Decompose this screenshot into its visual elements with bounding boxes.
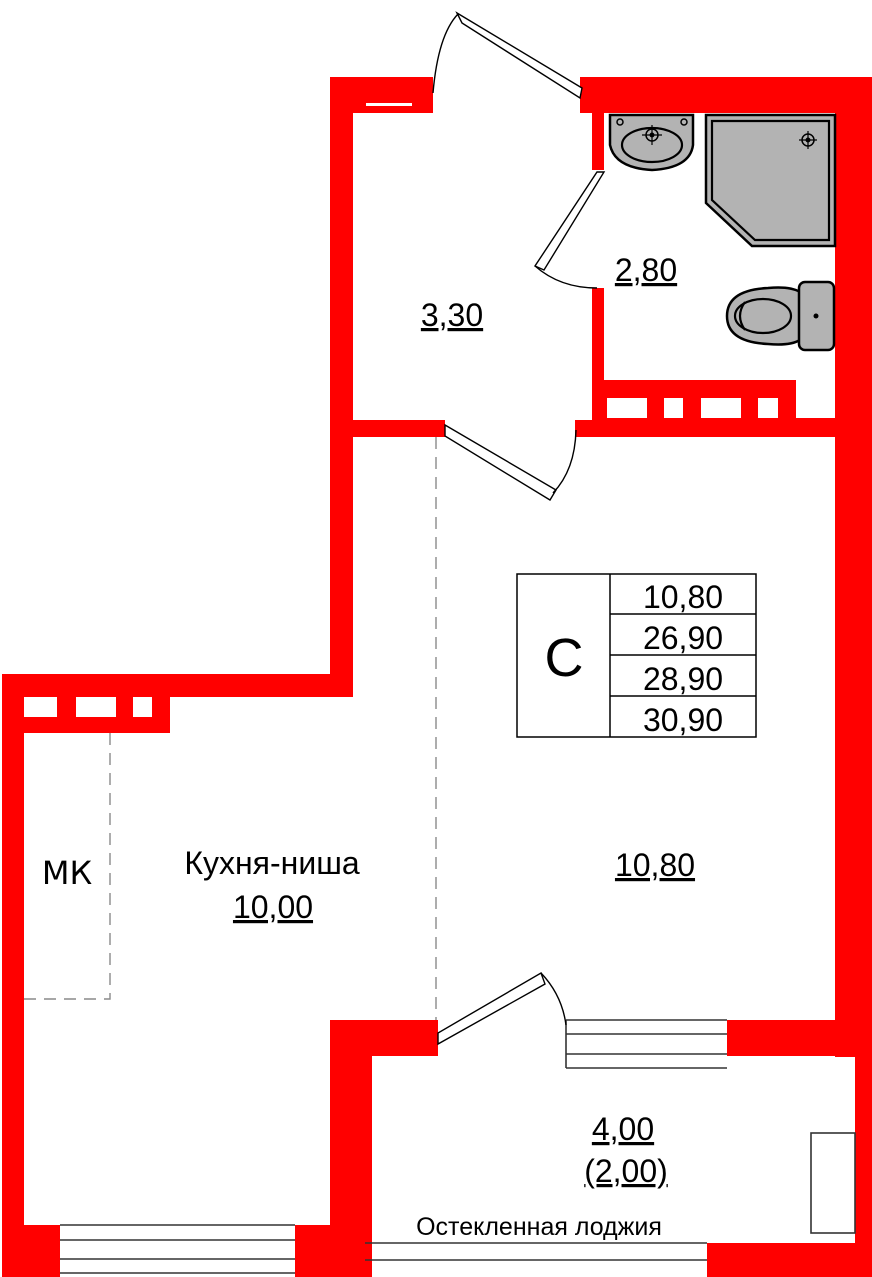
kitchen-niche-name: Кухня-ниша <box>184 845 360 881</box>
zone-dividers <box>24 437 437 1020</box>
bathroom-area: 2,80 <box>615 252 677 288</box>
loggia-reduced-area: (2,00) <box>584 1153 668 1189</box>
bathroom-door <box>533 171 606 289</box>
shower-tray-icon <box>704 113 837 248</box>
sink-icon <box>608 113 695 172</box>
kitchen-niche-area: 10,00 <box>233 889 313 925</box>
windows <box>60 1019 856 1274</box>
entrance-door <box>432 11 583 100</box>
summary-area-3: 28,90 <box>643 661 723 697</box>
living-room-area: 10,80 <box>615 847 695 883</box>
apartment-summary-table: С 10,80 26,90 28,90 30,90 <box>516 573 757 738</box>
summary-total-area: 30,90 <box>643 702 723 738</box>
toilet-icon <box>725 280 836 352</box>
loggia-name: Остекленная лоджия <box>416 1213 662 1241</box>
apartment-type-letter: С <box>545 628 584 688</box>
balcony-door <box>437 971 567 1046</box>
hall-door <box>444 423 577 501</box>
summary-living-area: 10,80 <box>643 579 723 615</box>
loggia-area: 4,00 <box>592 1111 654 1147</box>
doors <box>432 11 606 1046</box>
walls <box>2 77 872 1277</box>
mk-label: МК <box>42 854 93 892</box>
hallway-area: 3,30 <box>421 297 483 333</box>
summary-area-2: 26,90 <box>643 620 723 656</box>
